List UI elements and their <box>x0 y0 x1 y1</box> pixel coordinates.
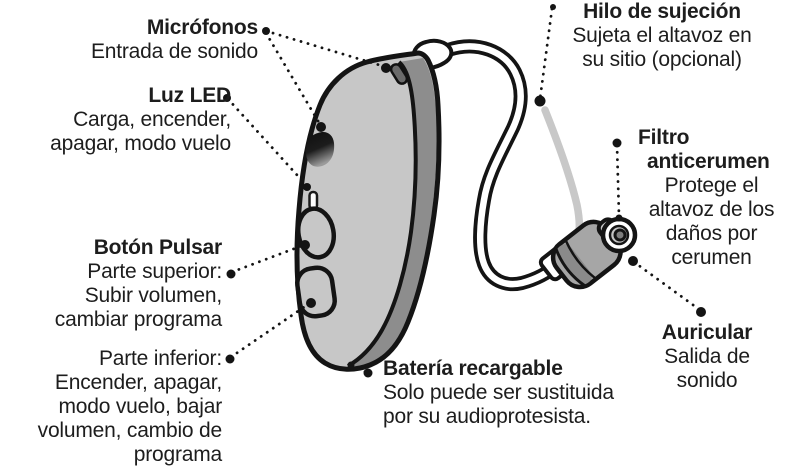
callout-battery <box>350 363 368 374</box>
callout-mic-1 <box>264 29 388 69</box>
microphone-port-top <box>389 63 409 85</box>
label-receiver-title: Auricular <box>661 321 753 344</box>
label-push-button-line: Subir volumen, <box>84 284 222 307</box>
push-button-lower <box>295 265 337 319</box>
retention-wire <box>541 106 584 242</box>
label-led-line: apagar, modo vuelo <box>50 132 231 155</box>
label-receiver: Auricular Salida de sonido <box>648 321 766 393</box>
callout-receiver <box>632 260 702 312</box>
label-wax-filter-line: altavoz de los <box>648 198 775 221</box>
callout-retention-wire <box>538 7 554 101</box>
label-lower-part-line: programa <box>133 443 222 466</box>
label-push-button: Botón Pulsar Parte superior: Subir volum… <box>55 236 222 332</box>
label-lower-part-line: Encender, apagar, <box>54 371 222 394</box>
ear-wire <box>445 39 562 291</box>
label-wax-filter-title: anticerumen <box>647 150 770 173</box>
label-battery-title: Batería recargable <box>383 357 563 380</box>
callout-mic-2 <box>264 31 323 128</box>
callout-dots <box>223 4 706 378</box>
label-microphones-line: Entrada de sonido <box>90 40 258 63</box>
label-led-line: Carga, encender, <box>73 108 231 131</box>
microphone-port-front <box>306 132 335 167</box>
label-retention-wire-line: su sitio (opcional) <box>582 48 742 71</box>
label-lower-part: Parte inferior: Encender, apagar, modo v… <box>37 347 223 467</box>
label-battery-line: por su audioprotesista. <box>383 405 591 428</box>
label-battery: Batería recargable Solo puede ser sustit… <box>383 357 614 429</box>
callout-led <box>226 97 309 188</box>
label-lower-part-line: volumen, cambio de <box>37 419 223 442</box>
label-wax-filter-line: daños por <box>665 222 758 245</box>
callout-wax-filter <box>615 143 621 218</box>
label-receiver-line: Salida de <box>664 345 750 368</box>
label-microphones: Micrófonos Entrada de sonido <box>91 16 258 64</box>
label-battery-line: Solo puede ser sustituida <box>383 381 614 404</box>
label-retention-wire-line: Sujeta el altavoz en <box>572 24 752 47</box>
label-receiver-line: sonido <box>676 369 738 392</box>
label-wax-filter-title: Filtro <box>638 126 690 149</box>
label-push-button-title: Botón Pulsar <box>93 236 222 259</box>
label-lower-part-line: modo vuelo, bajar <box>58 395 222 418</box>
callout-button-upper <box>230 243 306 274</box>
receiver-earpiece <box>538 216 638 290</box>
label-push-button-line: Parte superior: <box>87 260 222 283</box>
callout-lines <box>226 7 702 374</box>
label-retention-wire: Hilo de sujeción Sujeta el altavoz en su… <box>562 0 762 72</box>
label-led-title: Luz LED <box>148 84 231 107</box>
label-wax-filter-line: Protege el <box>664 174 759 197</box>
callout-button-lower <box>229 301 312 359</box>
label-wax-filter: Filtro anticerumen Protege el altavoz de… <box>630 126 793 270</box>
label-retention-wire-title: Hilo de sujeción <box>583 0 741 23</box>
label-wax-filter-line: cerumen <box>671 246 752 269</box>
label-microphones-title: Micrófonos <box>146 16 258 39</box>
label-push-button-line: cambiar programa <box>54 308 222 331</box>
label-lower-part-line: Parte inferior: <box>98 347 222 370</box>
label-led: Luz LED Carga, encender, apagar, modo vu… <box>50 84 231 156</box>
